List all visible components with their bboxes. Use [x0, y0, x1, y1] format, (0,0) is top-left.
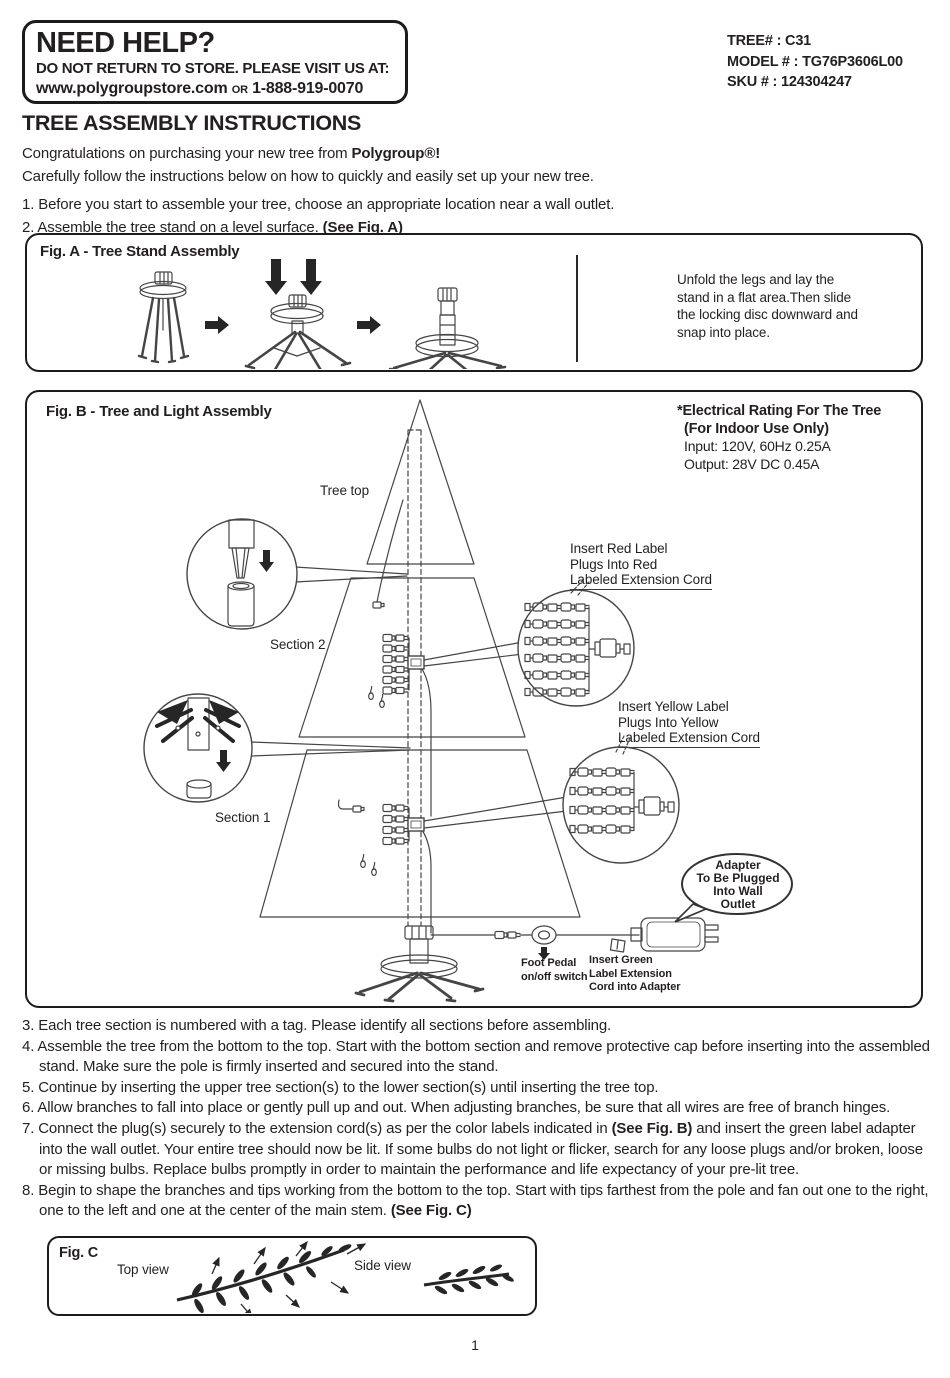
adapter-bubble-text: Adapter To Be Plugged Into Wall Outlet [685, 856, 791, 913]
product-info: TREE# : C31 MODEL # : TG76P3606L00 SKU #… [727, 31, 903, 93]
fig-a-desc-line4: snap into place. [677, 324, 770, 340]
callout-wedges [250, 566, 568, 829]
fig-a-desc-line2: stand in a flat area.Then slide [677, 289, 852, 305]
fig-b-box: Fig. B - Tree and Light Assembly *Electr… [25, 390, 923, 1008]
tree-number-label: TREE# : [727, 33, 782, 49]
step-3: 3. Each tree section is numbered with a … [22, 1017, 612, 1034]
help-title: NEED HELP? [36, 27, 215, 59]
help-phone: 1-888-919-0070 [252, 80, 364, 97]
top-view-branch [176, 1240, 367, 1313]
yellow-callout-line3: Labeled Extension Cord [618, 730, 760, 748]
step-8: 8. Begin to shape the branches and tips … [22, 1181, 929, 1220]
yellow-callout: Insert Yellow Label Plugs Into Yellow La… [618, 699, 760, 748]
green-label-line2: Label Extension [589, 967, 672, 980]
model-number-label: MODEL # : [727, 53, 799, 70]
foot-pedal-line2: on/off switch [521, 970, 588, 983]
sku-number-label: SKU # : [727, 74, 778, 90]
bubble-line2: To Be Plugged [696, 870, 780, 885]
fig-a-description: Unfold the legs and lay the stand in a f… [677, 271, 858, 341]
bubble-line3: Into Wall [713, 883, 763, 898]
assembly-steps: 3. Each tree section is numbered with a … [22, 1016, 930, 1222]
tree-number-row: TREE# : C31 [727, 31, 903, 52]
bubble-line4: Outlet [720, 896, 756, 911]
top-view-label: Top view [117, 1262, 169, 1277]
rating-line-3: Input: 120V, 60Hz 0.25A [684, 438, 831, 454]
help-box: NEED HELP? DO NOT RETURN TO STORE. PLEAS… [22, 20, 408, 104]
yellow-callout-line2: Plugs Into Yellow [618, 714, 719, 730]
step-1: 1. Before you start to assemble your tre… [22, 196, 615, 213]
right-arrow-2-icon [357, 316, 381, 334]
power-cords [421, 668, 640, 953]
fig-a-illustration [137, 255, 578, 369]
intro-line-1: Congratulations on purchasing your new t… [22, 145, 441, 162]
side-view-branch [423, 1264, 514, 1295]
tree-number-value: C31 [785, 33, 812, 49]
adapter-bubble [674, 853, 793, 923]
step-4: 4. Assemble the tree from the bottom to … [22, 1037, 930, 1076]
foot-pedal-label: Foot Pedal on/off switch [521, 957, 588, 984]
red-callout: Insert Red Label Plugs Into Red Labeled … [570, 541, 712, 590]
pole-insert-inset [186, 518, 298, 630]
green-label-line1: Insert Green [589, 954, 653, 966]
electrical-rating: *Electrical Rating For The Tree (For Ind… [677, 403, 881, 473]
help-contact: www.polygroupstore.com OR 1-888-919-0070 [36, 78, 395, 101]
green-label-text: Insert Green Label Extension Cord into A… [589, 954, 680, 995]
fig-a-desc-line3: the locking disc downward and [677, 307, 858, 322]
yellow-plug-inset [562, 735, 680, 864]
intro-section: TREE ASSEMBLY INSTRUCTIONS Congratulatio… [22, 111, 930, 239]
model-number-row: MODEL # : TG76P3606L00 [727, 52, 903, 73]
step-5: 5. Continue by inserting the upper tree … [22, 1078, 659, 1096]
help-subtitle: DO NOT RETURN TO STORE. PLEASE VISIT US … [36, 60, 390, 77]
rating-line-1: *Electrical Rating For The Tree [677, 403, 882, 419]
bubble-line1: Adapter [715, 857, 761, 872]
tree-stand [354, 925, 485, 1003]
fig-c-title: Fig. C [59, 1245, 99, 1261]
right-arrow-1-icon [205, 316, 229, 334]
red-callout-line2: Plugs Into Red [570, 556, 658, 572]
help-url: www.polygroupstore.com [36, 80, 228, 97]
red-callout-line1: Insert Red Label [570, 541, 668, 556]
branch-hinge-inset [143, 693, 253, 803]
step-2: 2. Assemble the tree stand on a level su… [22, 218, 403, 236]
stand-unfolding [244, 294, 352, 369]
step-7: 7. Connect the plug(s) securely to the e… [22, 1119, 923, 1179]
stand-assembled [388, 287, 507, 369]
red-callout-line3: Labeled Extension Cord [570, 572, 712, 590]
intro-line-2: Carefully follow the instructions below … [22, 167, 594, 185]
model-number-value: TG76P3606L00 [802, 53, 903, 70]
fig-a-title: Fig. A - Tree Stand Assembly [40, 243, 240, 260]
section1-plugs [337, 799, 425, 877]
hinge-arrow-icon [216, 750, 231, 772]
step-6: 6. Allow branches to fall into place or … [22, 1099, 891, 1117]
section-2-label: Section 2 [270, 637, 326, 652]
fig-a-box: Fig. A - Tree Stand Assembly [25, 233, 923, 372]
sku-number-value: 124304247 [781, 74, 852, 90]
down-arrows [265, 259, 322, 295]
fig-b-illustration [143, 399, 793, 1003]
rating-line-4: Output: 28V DC 0.45A [684, 455, 820, 472]
section2-plugs [368, 499, 425, 709]
foot-pedal-line1: Foot Pedal [521, 957, 577, 969]
help-or: OR [231, 84, 248, 96]
stand-folded [137, 271, 190, 364]
sku-number-row: SKU # : 124304247 [727, 72, 903, 93]
fig-c-box: Fig. C Top view Side view [47, 1236, 537, 1316]
green-label-line3: Cord into Adapter [589, 981, 681, 993]
yellow-callout-line1: Insert Yellow Label [618, 699, 729, 714]
page-number: 1 [471, 1337, 479, 1353]
page-title: TREE ASSEMBLY INSTRUCTIONS [22, 111, 362, 135]
foot-pedal-arrow-icon [538, 947, 550, 960]
red-plug-inset [517, 579, 635, 707]
side-view-label: Side view [354, 1258, 411, 1273]
fig-a-desc-line1: Unfold the legs and lay the [677, 272, 835, 287]
tree-top-label: Tree top [320, 483, 369, 498]
rating-line-2: (For Indoor Use Only) [684, 420, 829, 437]
tree-outline [259, 399, 581, 927]
section-1-label: Section 1 [215, 810, 271, 825]
wall-adapter [630, 917, 719, 952]
fig-c-illustration [176, 1240, 514, 1313]
insert-arrow-icon [259, 550, 274, 572]
fig-b-title: Fig. B - Tree and Light Assembly [46, 403, 272, 420]
